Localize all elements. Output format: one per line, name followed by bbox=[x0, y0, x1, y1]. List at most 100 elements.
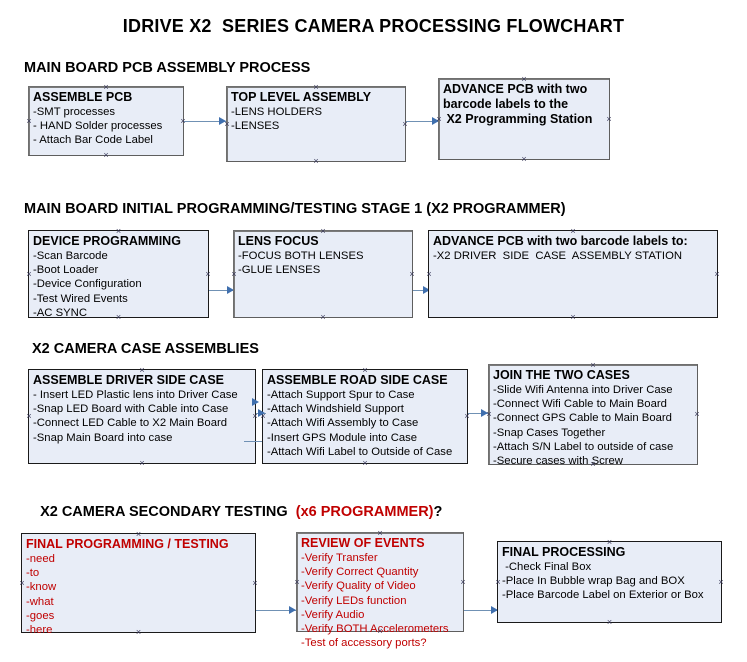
connector-assemble-pcb-to-top-level-assembly bbox=[184, 121, 226, 122]
node-line: -Verify Correct Quantity bbox=[301, 566, 419, 579]
node-title-line2: barcode labels to the bbox=[443, 97, 569, 111]
resize-handle-left[interactable] bbox=[426, 271, 433, 278]
section-header-main-board-initial-programming-testing-stage-1: MAIN BOARD INITIAL PROGRAMMING/TESTING S… bbox=[24, 201, 566, 217]
node-line: -AC SYNC bbox=[33, 306, 87, 319]
resize-handle-bottom[interactable] bbox=[570, 314, 577, 321]
resize-handle-right[interactable] bbox=[694, 411, 701, 418]
node-title: TOP LEVEL ASSEMBLY bbox=[231, 90, 372, 104]
resize-handle-bottom[interactable] bbox=[362, 460, 369, 467]
resize-handle-left[interactable] bbox=[26, 413, 33, 420]
arrow-head-icon bbox=[289, 605, 296, 614]
node-line: -here bbox=[26, 624, 53, 637]
resize-handle-bottom[interactable] bbox=[320, 314, 327, 321]
node-line: -FOCUS BOTH LENSES bbox=[238, 250, 364, 262]
node-line: -Boot Loader bbox=[33, 264, 99, 277]
node-title: FINAL PROGRAMMING / TESTING bbox=[26, 537, 229, 551]
resize-handle-left[interactable] bbox=[26, 271, 33, 278]
section-header-text: X2 CAMERA SECONDARY TESTING bbox=[40, 504, 296, 520]
node-title: ASSEMBLE PCB bbox=[33, 90, 133, 104]
connector-final-programming-to-review-of-events bbox=[256, 610, 296, 611]
resize-handle-left[interactable] bbox=[294, 579, 301, 586]
arrow-head-icon bbox=[481, 408, 488, 417]
node-join-the-two-cases[interactable]: JOIN THE TWO CASES -Slide Wifi Antenna i… bbox=[488, 364, 701, 468]
node-line: -Verify Audio bbox=[301, 608, 365, 621]
node-line: -Connect Wifi Cable to Main Board bbox=[493, 398, 667, 411]
node-line: -LENSES bbox=[231, 120, 280, 133]
resize-handle-right[interactable] bbox=[606, 116, 613, 123]
arrow-head-icon-driver-to-road bbox=[258, 408, 265, 417]
resize-handle-left[interactable] bbox=[26, 118, 33, 125]
resize-handle-right[interactable] bbox=[205, 271, 212, 278]
section-header-x2-camera-case-assemblies: X2 CAMERA CASE ASSEMBLIES bbox=[32, 341, 259, 357]
node-title: ADVANCE PCB with two barcode labels to: bbox=[433, 234, 688, 248]
node-line: - Insert LED Plastic lens into Driver Ca… bbox=[33, 389, 238, 401]
node-line-overflow: -Test of accessory ports? bbox=[301, 637, 427, 650]
node-line: - HAND Solder processes bbox=[33, 120, 163, 133]
node-line: -Secure cases with Screw bbox=[493, 455, 623, 468]
resize-handle-bottom[interactable] bbox=[606, 619, 613, 626]
node-line: -Snap Cases Together bbox=[493, 426, 606, 439]
resize-handle-left[interactable] bbox=[19, 580, 26, 587]
resize-handle-right[interactable] bbox=[714, 271, 721, 278]
node-line: -GLUE LENSES bbox=[238, 264, 321, 277]
connector-top-level-assembly-to-advance-pcb bbox=[406, 121, 439, 122]
node-line: -goes bbox=[26, 609, 55, 622]
resize-handle-right[interactable] bbox=[718, 579, 725, 586]
resize-handle-bottom[interactable] bbox=[139, 460, 146, 467]
node-line: -Connect LED Cable to X2 Main Board bbox=[33, 417, 228, 430]
node-line: -Attach Windshield Support bbox=[267, 403, 404, 416]
node-final-programming-testing[interactable]: FINAL PROGRAMMING / TESTING -need -to -k… bbox=[19, 533, 259, 636]
node-assemble-driver-side-case[interactable]: ASSEMBLE DRIVER SIDE CASE - Insert LED P… bbox=[28, 369, 256, 464]
resize-handle-right[interactable] bbox=[409, 271, 416, 278]
node-advance-pcb-to-x2-programming-station[interactable]: ADVANCE PCB with two barcode labels to t… bbox=[438, 78, 610, 160]
node-assemble-pcb[interactable]: ASSEMBLE PCB -SMT processes - HAND Solde… bbox=[28, 86, 184, 156]
node-advance-pcb-to-driver-side-case-assembly-station[interactable]: ADVANCE PCB with two barcode labels to: … bbox=[428, 230, 718, 318]
resize-handle-bottom[interactable] bbox=[521, 156, 528, 163]
node-line: -Verify Transfer bbox=[301, 552, 378, 564]
node-line: -Verify Quality of Video bbox=[301, 580, 416, 593]
node-line: -Check Final Box bbox=[502, 561, 592, 573]
node-review-of-events[interactable]: REVIEW OF EVENTS -Verify Transfer -Verif… bbox=[294, 532, 467, 649]
connector-device-programming-to-lens-focus bbox=[209, 290, 234, 291]
resize-handle-left[interactable] bbox=[495, 579, 502, 586]
node-line: -Snap LED Board with Cable into Case bbox=[33, 403, 229, 416]
node-line: -know bbox=[26, 581, 57, 594]
resize-handle-right[interactable] bbox=[464, 413, 471, 420]
arrow-head-icon bbox=[227, 285, 234, 294]
resize-handle-left[interactable] bbox=[231, 271, 238, 278]
node-line: -X2 DRIVER SIDE CASE ASSEMBLY STATION bbox=[433, 250, 683, 262]
resize-handle-right[interactable] bbox=[460, 579, 467, 586]
connector-review-of-events-to-final-processing bbox=[464, 610, 498, 611]
node-line: -Test Wired Events bbox=[33, 292, 128, 305]
node-line: -Place In Bubble wrap Bag and BOX bbox=[502, 575, 685, 588]
resize-handle-bottom[interactable] bbox=[313, 158, 320, 165]
arrow-head-icon bbox=[219, 116, 226, 125]
node-line: -Verify LEDs function bbox=[301, 594, 407, 607]
node-line: -Verify BOTH Accelerometers bbox=[301, 623, 449, 636]
arrow-head-icon bbox=[432, 116, 439, 125]
node-line: -Place Barcode Label on Exterior or Box bbox=[502, 589, 704, 602]
node-line: -Connect GPS Cable to Main Board bbox=[493, 412, 672, 425]
node-line: -Insert GPS Module into Case bbox=[267, 431, 418, 444]
node-line: -need bbox=[26, 553, 55, 565]
arrow-head-icon bbox=[252, 398, 259, 406]
node-line: -Device Configuration bbox=[33, 278, 142, 291]
node-lens-focus[interactable]: LENS FOCUS -FOCUS BOTH LENSES -GLUE LENS… bbox=[233, 230, 413, 318]
node-line: -SMT processes bbox=[33, 106, 116, 118]
connector-driver-side-to-road-side bbox=[244, 441, 266, 442]
resize-handle-right[interactable] bbox=[252, 580, 259, 587]
node-line: - Attach Bar Code Label bbox=[33, 134, 153, 147]
node-line: -Snap Main Board into case bbox=[33, 431, 173, 444]
node-device-programming[interactable]: DEVICE PROGRAMMING -Scan Barcode -Boot L… bbox=[26, 230, 212, 319]
node-title: ADVANCE PCB with two bbox=[443, 82, 588, 96]
node-line: -Attach Wifi Assembly to Case bbox=[267, 417, 419, 430]
page-title: IDRIVE X2 SERIES CAMERA PROCESSING FLOWC… bbox=[122, 16, 625, 36]
section-header-main-board-pcb-assembly-process: MAIN BOARD PCB ASSEMBLY PROCESS bbox=[24, 60, 311, 76]
node-assemble-road-side-case[interactable]: ASSEMBLE ROAD SIDE CASE -Attach Support … bbox=[262, 369, 468, 464]
node-title: ASSEMBLE ROAD SIDE CASE bbox=[267, 373, 448, 387]
resize-handle-bottom[interactable] bbox=[103, 152, 110, 159]
node-top-level-assembly[interactable]: TOP LEVEL ASSEMBLY -LENS HOLDERS -LENSES bbox=[226, 86, 406, 162]
arrow-head-icon bbox=[491, 605, 498, 614]
arrow-head-icon bbox=[423, 285, 430, 294]
node-final-processing[interactable]: FINAL PROCESSING -Check Final Box -Place… bbox=[497, 541, 722, 623]
